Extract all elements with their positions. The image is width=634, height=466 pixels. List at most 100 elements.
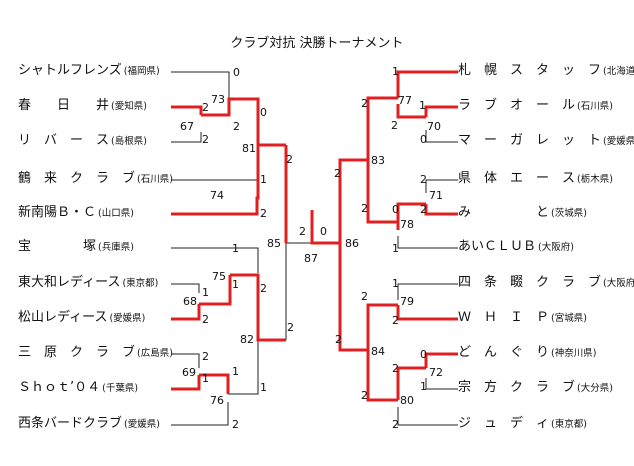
score-5: 0 (260, 106, 267, 119)
match-number-15: 78 (400, 218, 414, 231)
team-name: あいＣＬＵＢ (458, 239, 537, 254)
match-number-1: 67 (180, 120, 194, 133)
team-name: 宗 方 ク ラ ブ (458, 380, 576, 395)
match-number-12: 70 (427, 120, 441, 133)
match-number-11: 87 (304, 252, 318, 265)
winner-path-32 (366, 160, 400, 230)
winner-path-33 (338, 158, 368, 243)
right-team-10: 宗 方 ク ラ ブ(大分県) (458, 380, 613, 397)
score-8: 2 (260, 207, 267, 220)
team-name: Ｗ Ｈ Ｉ Ｐ (458, 310, 550, 325)
left-team-9: 三 原 ク ラ ブ(広島県) (18, 345, 173, 362)
team-prefecture: (島根県) (111, 136, 147, 147)
score-39: 2 (392, 418, 399, 431)
team-name: リ バ ー ス (18, 133, 110, 148)
match-number-19: 80 (400, 394, 414, 407)
winner-path-37 (424, 352, 458, 368)
winner-path-17 (171, 375, 201, 391)
score-17: 1 (202, 372, 209, 385)
team-name: 札 幌 ス タ ッ フ (458, 63, 602, 78)
score-12: 1 (202, 286, 209, 299)
team-name: Ｓｈｏｔ’０４ (18, 380, 101, 395)
winner-path-15 (230, 273, 286, 342)
score-32: 2 (334, 167, 341, 180)
winner-path-9 (255, 145, 260, 202)
score-23: 2 (391, 119, 398, 132)
score-28: 2 (420, 173, 427, 186)
right-team-8: Ｗ Ｈ Ｉ Ｐ(宮城県) (458, 310, 587, 327)
winner-path-39 (396, 366, 426, 400)
bracket-line-31 (397, 236, 458, 249)
winner-path-42 (338, 243, 368, 352)
left-team-11: 西条バードクラブ(愛媛県) (18, 416, 160, 433)
team-prefecture: (神奈川県) (551, 348, 597, 359)
page-title: クラブ対抗 決勝トーナメント (230, 36, 404, 51)
bracket-line-12 (171, 283, 200, 293)
bracket-line-38 (425, 378, 458, 390)
team-prefecture: (栃木県) (577, 174, 613, 185)
score-40: 2 (361, 290, 368, 303)
match-number-9: 82 (240, 333, 254, 346)
team-name: ジ ュ デ ィ (458, 416, 550, 431)
score-11: 1 (232, 278, 239, 291)
team-name: 春 日 井 (18, 98, 110, 113)
team-prefecture: (兵庫県) (98, 242, 134, 253)
match-number-13: 77 (398, 94, 412, 107)
team-prefecture: (宮城県) (551, 313, 587, 324)
team-prefecture: (愛媛県) (109, 313, 146, 324)
bracket-line-3 (171, 132, 202, 143)
bracket-line-40 (397, 407, 458, 426)
score-38: 2 (392, 362, 399, 375)
team-prefecture: (大分県) (577, 383, 613, 394)
bracket-line-20 (228, 340, 259, 395)
score-36: 0 (420, 348, 427, 361)
left-team-5: 新南陽Ｂ・Ｃ(山口県) (18, 205, 134, 222)
winner-path-18 (199, 373, 230, 394)
right-team-4: 県 体 エ ー ス(栃木県) (458, 171, 613, 188)
left-team-6: 宝 塚(兵庫県) (18, 239, 134, 256)
left-team-3: リ バ ー ス(島根県) (18, 133, 147, 150)
score-25: 0 (420, 133, 427, 146)
winner-path-23 (396, 70, 458, 98)
score-35: 2 (392, 314, 399, 327)
left-team-10: Ｓｈｏｔ’０４(千葉県) (18, 380, 138, 397)
score-16: 2 (202, 350, 209, 363)
team-name: 三 原 ク ラ ブ (18, 345, 136, 360)
winner-path-29 (424, 204, 458, 216)
left-team-4: 鶴 来 ク ラ ブ(石川県) (18, 171, 173, 188)
match-number-20: 84 (371, 345, 385, 358)
team-name: 松山レディース (18, 310, 108, 325)
team-prefecture: (山口県) (98, 208, 134, 219)
match-number-6: 75 (212, 270, 226, 283)
team-prefecture: (千葉県) (102, 383, 139, 394)
score-33: 2 (335, 333, 342, 346)
right-team-9: ど ん ぐ り(神奈川県) (458, 345, 596, 362)
right-team-2: ラ ブ オ ー ル(石川県) (458, 98, 613, 115)
right-team-3: マ ー ガ レ ッ ト(愛媛県) (458, 133, 634, 150)
match-number-3: 74 (210, 189, 224, 202)
team-prefecture: (東京都) (551, 419, 587, 430)
bracket-line-1 (171, 71, 230, 90)
match-number-16: 83 (371, 154, 385, 167)
score-14: 2 (260, 282, 267, 295)
score-27: 2 (361, 202, 368, 215)
score-20: 2 (299, 225, 306, 238)
match-number-2: 73 (211, 93, 225, 106)
team-prefecture: (愛知県) (111, 101, 147, 112)
team-name: シャトルフレンズ (18, 63, 122, 78)
score-9: 2 (287, 321, 294, 334)
winner-path-6 (227, 97, 286, 147)
match-number-8: 76 (210, 394, 224, 407)
right-team-7: 四 条 畷 ク ラ ブ(大阪府) (458, 275, 634, 292)
score-4: 2 (233, 120, 240, 133)
bracket-line-19 (171, 402, 229, 426)
right-team-6: あいＣＬＵＢ(大阪府) (458, 239, 574, 256)
match-number-21: 86 (345, 237, 359, 250)
score-13: 2 (202, 313, 209, 326)
score-24: 1 (419, 99, 426, 112)
team-name: 宝 塚 (18, 239, 97, 254)
score-1: 0 (233, 66, 240, 79)
match-number-10: 85 (267, 237, 281, 250)
score-2: 2 (202, 101, 209, 114)
